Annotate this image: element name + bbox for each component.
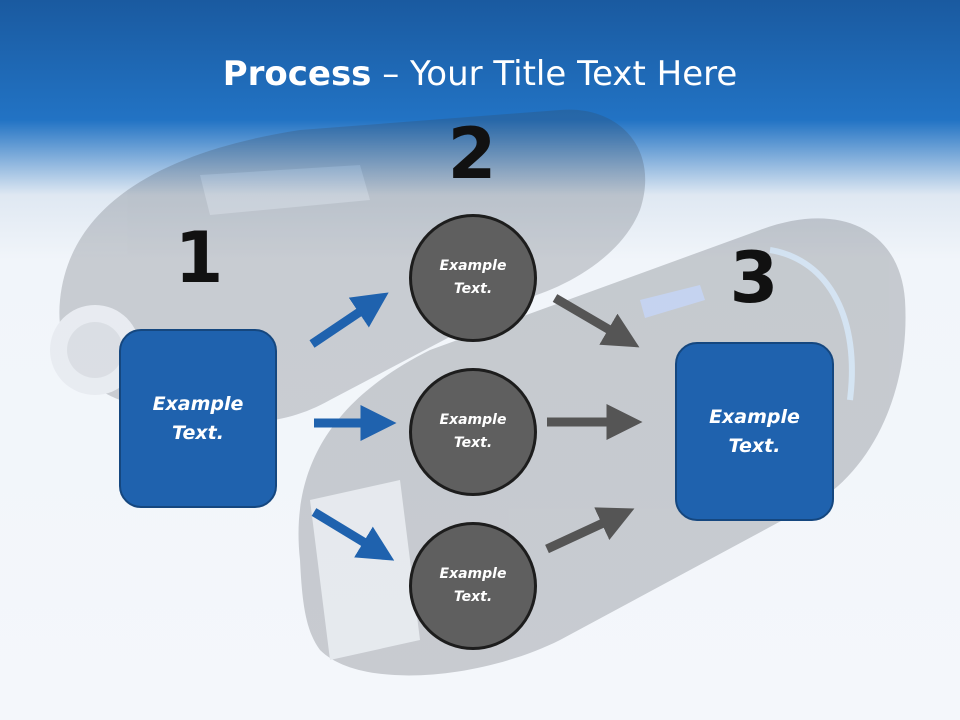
step-2-circle-top-text: Example Text. <box>439 258 507 297</box>
step-2-number: 2 <box>447 113 497 195</box>
step-2-circle-top: Example Text. <box>409 214 537 342</box>
step-3-number: 3 <box>729 237 779 319</box>
step-3-text: Example Text. <box>709 405 800 457</box>
step-2-circle-bottom-text: Example Text. <box>439 566 507 605</box>
title-rest-part: – Your Title Text Here <box>371 54 738 94</box>
slide-title: Process – Your Title Text Here <box>0 52 960 96</box>
step-2-circle-middle-text: Example Text. <box>439 412 507 451</box>
step-1-number: 1 <box>174 217 224 299</box>
step-2-circle-bottom: Example Text. <box>409 522 537 650</box>
arrow-1-to-2-bottom <box>311 508 395 561</box>
step-3-box: Example Text. <box>675 342 834 521</box>
step-2-circle-middle: Example Text. <box>409 368 537 496</box>
arrow-1-to-2-top <box>309 292 389 348</box>
arrow-2-top-to-3 <box>552 294 640 348</box>
title-bold-part: Process <box>222 54 372 94</box>
arrow-2-bottom-to-3 <box>545 507 635 554</box>
step-1-text: Example Text. <box>152 392 244 444</box>
step-1-box: Example Text. <box>119 329 277 508</box>
